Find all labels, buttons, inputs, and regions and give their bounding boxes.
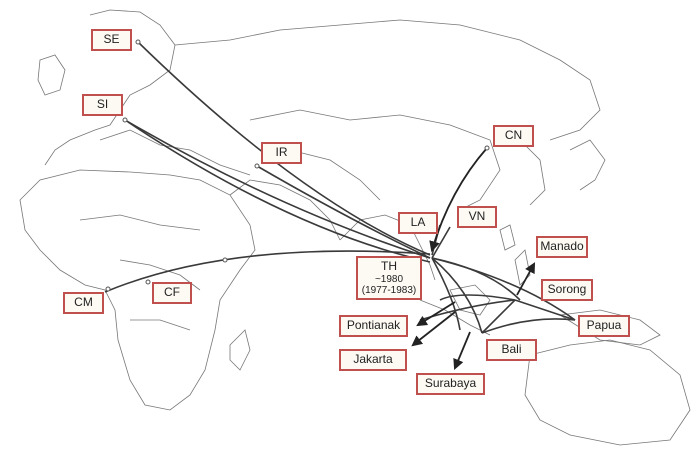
route-se-th — [137, 41, 431, 256]
arrow-to-jakarta — [411, 311, 456, 347]
label-cm: CM — [63, 292, 104, 314]
label-la: LA — [398, 212, 438, 234]
route-th-papua — [431, 257, 576, 321]
route-hub-west — [419, 299, 516, 321]
arrow-cn-th — [429, 147, 488, 253]
label-text: Pontianak — [346, 318, 401, 333]
label-surabaya: Surabaya — [416, 373, 485, 395]
label-text: VN — [468, 209, 486, 224]
route-th-bali — [431, 257, 483, 334]
label-text: Papua — [586, 318, 622, 333]
arrows — [411, 147, 536, 370]
route-bali-papua — [481, 318, 576, 334]
label-text: TH — [381, 259, 397, 274]
label-text: Jakarta — [353, 352, 393, 367]
arrow-to-pontianak — [416, 301, 456, 327]
label-bali: Bali — [486, 339, 537, 361]
country-borders — [19, 9, 691, 446]
route-hub-bali — [481, 299, 516, 334]
label-text: Manado — [540, 239, 584, 254]
label-text: LA — [410, 215, 426, 230]
route-hub-west2 — [439, 294, 516, 301]
arrow-to-manado — [516, 262, 536, 296]
label-cn: CN — [493, 125, 534, 147]
label-text: CF — [164, 285, 180, 300]
label-text: Surabaya — [424, 376, 477, 391]
label-text: Sorong — [547, 282, 587, 297]
label-ir: IR — [261, 142, 302, 164]
label-papua: Papua — [578, 315, 630, 337]
label-th: TH ~1980 (1977-1983) — [356, 256, 422, 300]
label-vn: VN — [457, 206, 497, 228]
label-text: CM — [74, 295, 93, 310]
label-sorong: Sorong — [541, 279, 593, 301]
route-vn-th — [431, 226, 451, 259]
label-text: Bali — [501, 342, 522, 357]
arrow-to-surabaya — [453, 331, 471, 370]
label-cf: CF — [152, 282, 192, 304]
route-cm-th — [104, 250, 431, 293]
label-date: ~1980 — [374, 273, 404, 285]
label-pontianak: Pontianak — [339, 315, 408, 337]
label-si: SI — [82, 94, 123, 116]
label-text: CN — [504, 128, 523, 143]
route-si-th — [124, 119, 431, 259]
route-hub-papua — [514, 299, 576, 321]
label-jakarta: Jakarta — [339, 349, 407, 371]
label-text: SI — [96, 97, 109, 112]
route-ir-th — [256, 165, 431, 259]
route-th-sorong — [431, 257, 521, 301]
label-text: IR — [275, 145, 288, 160]
origin-dots — [105, 39, 490, 292]
label-range: (1977-1983) — [361, 284, 417, 296]
label-se: SE — [91, 29, 132, 51]
label-text: SE — [103, 32, 120, 47]
label-manado: Manado — [536, 236, 588, 258]
